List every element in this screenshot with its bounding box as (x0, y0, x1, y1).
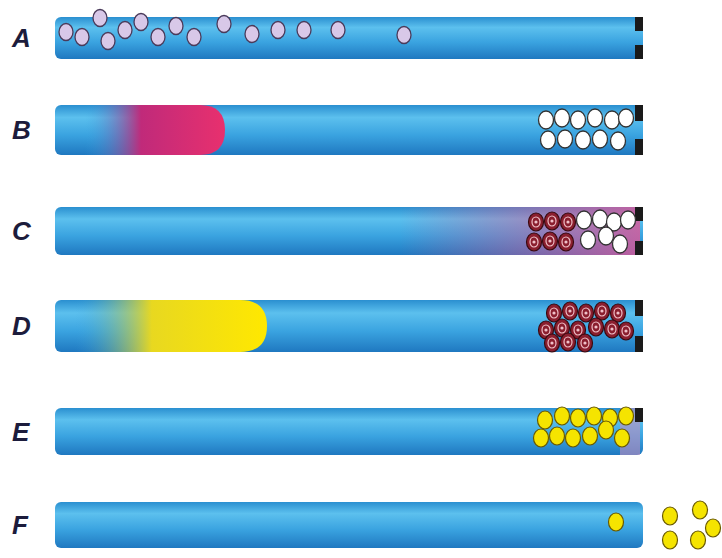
row-letter: B (12, 117, 31, 143)
row-letter: A (12, 25, 31, 51)
row-letter: D (12, 313, 31, 339)
row-letter: F (12, 512, 28, 538)
row-letter: E (12, 419, 29, 445)
row-letter: C (12, 218, 31, 244)
